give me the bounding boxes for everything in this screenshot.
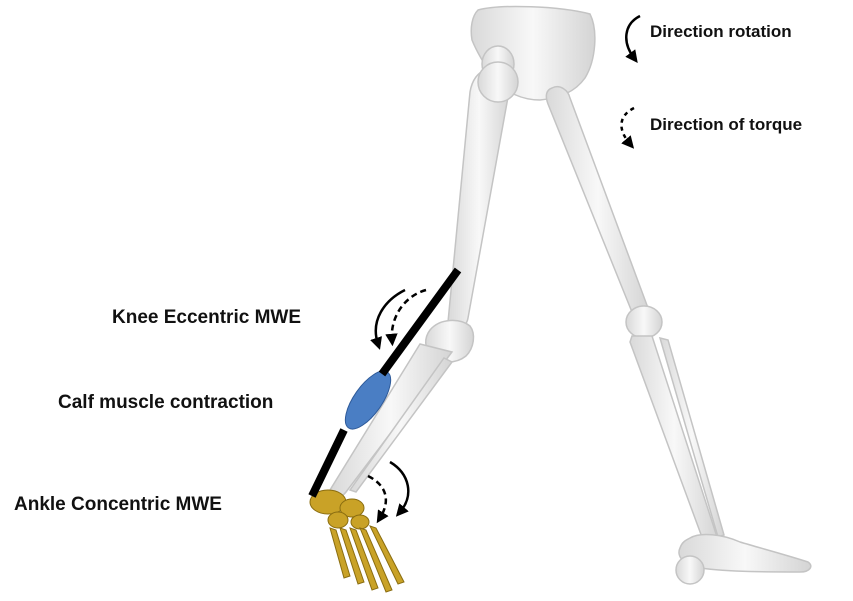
ankle-torque-arrow-icon [368,476,386,518]
foot-bones [310,490,404,592]
right-leg [546,87,810,584]
ankle-rotation-arrow-icon [390,462,408,512]
left-leg [330,62,518,497]
legend-torque-label: Direction of torque [650,115,802,134]
calf-muscle-label: Calf muscle contraction [58,392,273,413]
knee-rotation-arrow-icon [376,290,405,344]
solid-rotation-arrow-icon [626,16,640,58]
ankle-concentric-label: Ankle Concentric MWE [14,494,222,515]
legend-rotation-label: Direction rotation [650,22,792,41]
dashed-torque-arrow-icon [621,108,634,144]
knee-eccentric-label: Knee Eccentric MWE [112,307,301,328]
